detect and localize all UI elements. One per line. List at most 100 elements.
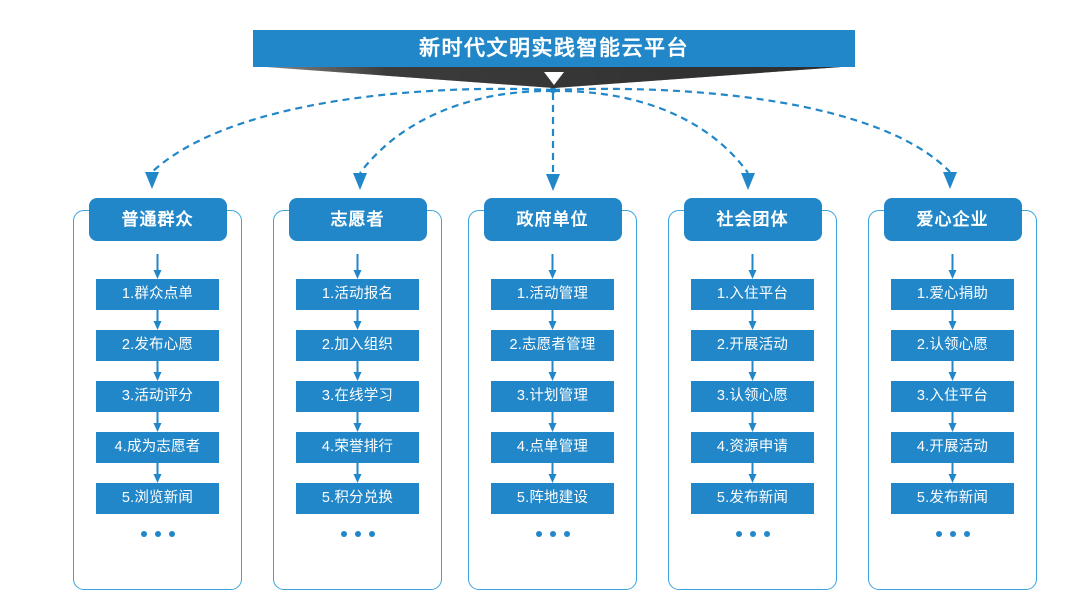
arrow-down-icon	[948, 361, 957, 381]
step-label: 1.活动报名	[321, 286, 394, 303]
step-box[interactable]: 5.浏览新闻	[96, 483, 219, 514]
arrow-down-icon	[748, 361, 757, 381]
step-label: 4.成为志愿者	[114, 439, 201, 456]
step-box[interactable]: 3.在线学习	[296, 381, 419, 412]
column-header-1[interactable]: 普通群众	[88, 198, 227, 241]
column-flow-2: 1.活动报名 2.加入组织 3.在线学习 4.荣誉排行 5.积分兑换	[274, 254, 441, 537]
arrow-down-icon	[943, 172, 957, 189]
step-box[interactable]: 4.成为志愿者	[96, 432, 219, 463]
more-items-ellipsis	[340, 531, 375, 537]
step-box[interactable]: 5.发布新闻	[691, 483, 814, 514]
step-box[interactable]: 1.活动管理	[491, 279, 614, 310]
column-header-label: 爱心企业	[916, 210, 989, 229]
more-items-ellipsis	[935, 531, 970, 537]
arrow-down-icon	[353, 173, 367, 190]
column-container-5: 爱心企业 1.爱心捐助 2.认领心愿 3.入住平台 4.开展活动 5.发布新闻	[868, 198, 1037, 590]
column-flow-3: 1.活动管理 2.志愿者管理 3.计划管理 4.点单管理 5.阵地建设	[469, 254, 636, 537]
step-box[interactable]: 5.发布新闻	[891, 483, 1014, 514]
step-label: 5.阵地建设	[516, 490, 589, 507]
step-box[interactable]: 2.志愿者管理	[491, 330, 614, 361]
step-label: 3.计划管理	[516, 388, 589, 405]
column-header-label: 社会团体	[716, 210, 789, 229]
step-box[interactable]: 4.点单管理	[491, 432, 614, 463]
column-header-5[interactable]: 爱心企业	[883, 198, 1022, 241]
arrow-down-icon	[748, 412, 757, 432]
step-box[interactable]: 3.活动评分	[96, 381, 219, 412]
column-header-2[interactable]: 志愿者	[288, 198, 427, 241]
arrow-down-icon	[353, 412, 362, 432]
arrow-down-icon	[153, 412, 162, 432]
step-box[interactable]: 1.群众点单	[96, 279, 219, 310]
arrow-down-icon	[948, 412, 957, 432]
column-flow-4: 1.入住平台 2.开展活动 3.认领心愿 4.资源申请 5.发布新闻	[669, 254, 836, 537]
column-header-3[interactable]: 政府单位	[483, 198, 622, 241]
step-label: 3.活动评分	[121, 388, 194, 405]
step-box[interactable]: 1.入住平台	[691, 279, 814, 310]
step-label: 1.活动管理	[516, 286, 589, 303]
step-box[interactable]: 1.爱心捐助	[891, 279, 1014, 310]
step-label: 2.发布心愿	[121, 337, 194, 354]
column-header-4[interactable]: 社会团体	[683, 198, 822, 241]
arrow-down-icon	[548, 463, 557, 483]
page-title: 新时代文明实践智能云平台	[419, 37, 689, 60]
connector-to-column-2	[359, 89, 554, 174]
arrow-down-icon	[153, 310, 162, 330]
arrow-down-icon	[153, 463, 162, 483]
step-label: 3.认领心愿	[716, 388, 789, 405]
column-header-label: 普通群众	[121, 210, 194, 229]
arrow-down-icon	[353, 463, 362, 483]
step-box[interactable]: 2.开展活动	[691, 330, 814, 361]
more-items-ellipsis	[735, 531, 770, 537]
step-label: 3.入住平台	[916, 388, 989, 405]
arrow-down-icon	[748, 463, 757, 483]
more-items-ellipsis	[535, 531, 570, 537]
step-label: 2.加入组织	[321, 337, 394, 354]
step-label: 4.开展活动	[916, 439, 989, 456]
column-header-label: 政府单位	[516, 210, 589, 229]
step-label: 2.开展活动	[716, 337, 789, 354]
connector-to-column-1	[151, 87, 554, 173]
arrow-down-icon	[353, 310, 362, 330]
arrow-down-icon	[548, 412, 557, 432]
column-flow-5: 1.爱心捐助 2.认领心愿 3.入住平台 4.开展活动 5.发布新闻	[869, 254, 1036, 537]
step-label: 5.发布新闻	[716, 490, 789, 507]
arrow-down-icon	[548, 310, 557, 330]
step-box[interactable]: 3.认领心愿	[691, 381, 814, 412]
step-box[interactable]: 5.阵地建设	[491, 483, 614, 514]
arrow-down-icon	[153, 361, 162, 381]
column-flow-1: 1.群众点单 2.发布心愿 3.活动评分 4.成为志愿者 5.浏览新闻	[74, 254, 241, 537]
step-box[interactable]: 5.积分兑换	[296, 483, 419, 514]
step-label: 3.在线学习	[321, 388, 394, 405]
step-box[interactable]: 2.认领心愿	[891, 330, 1014, 361]
arrow-down-icon	[153, 254, 162, 279]
banner-shadow-taper	[253, 66, 855, 88]
chevron-down-icon	[544, 72, 564, 85]
platform-title-banner: 新时代文明实践智能云平台	[253, 30, 855, 67]
arrow-down-icon	[548, 254, 557, 279]
step-box[interactable]: 4.开展活动	[891, 432, 1014, 463]
more-items-ellipsis	[140, 531, 175, 537]
arrow-down-icon	[948, 310, 957, 330]
step-box[interactable]: 3.入住平台	[891, 381, 1014, 412]
step-box[interactable]: 3.计划管理	[491, 381, 614, 412]
column-container-2: 志愿者 1.活动报名 2.加入组织 3.在线学习 4.荣誉排行 5.积分兑换	[273, 198, 442, 590]
step-box[interactable]: 4.资源申请	[691, 432, 814, 463]
arrow-down-icon	[548, 361, 557, 381]
step-label: 1.入住平台	[716, 286, 789, 303]
column-container-1: 普通群众 1.群众点单 2.发布心愿 3.活动评分 4.成为志愿者 5.浏览新闻	[73, 198, 242, 590]
connector-to-column-4	[552, 89, 749, 174]
arrow-down-icon	[353, 361, 362, 381]
step-label: 5.发布新闻	[916, 490, 989, 507]
step-box[interactable]: 2.发布心愿	[96, 330, 219, 361]
arrow-down-icon	[546, 174, 560, 191]
step-box[interactable]: 2.加入组织	[296, 330, 419, 361]
step-label: 2.认领心愿	[916, 337, 989, 354]
step-box[interactable]: 1.活动报名	[296, 279, 419, 310]
arrow-down-icon	[948, 254, 957, 279]
step-label: 5.浏览新闻	[121, 490, 194, 507]
step-label: 4.荣誉排行	[321, 439, 394, 456]
step-label: 5.积分兑换	[321, 490, 394, 507]
step-box[interactable]: 4.荣誉排行	[296, 432, 419, 463]
step-label: 4.资源申请	[716, 439, 789, 456]
